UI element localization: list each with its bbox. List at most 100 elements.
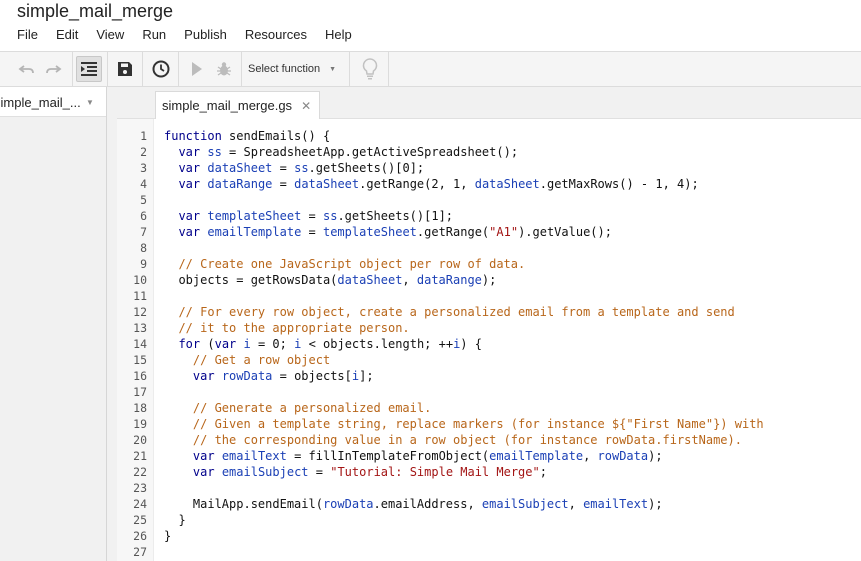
code-line[interactable]: 2 var ss = SpreadsheetApp.getActiveSprea… [117,144,861,160]
menu-run[interactable]: Run [142,27,167,42]
code-line[interactable]: 5 [117,192,861,208]
code-line[interactable]: 21 var emailText = fillInTemplateFromObj… [117,448,861,464]
menu-help[interactable]: Help [324,27,352,42]
clock-icon [152,60,170,78]
code-text: // For every row object, create a person… [178,305,735,319]
code-text: objects = getRowsData(dataSheet, dataRan… [164,273,497,287]
line-number: 14 [133,337,147,351]
code-text: MailApp.sendEmail(rowData.emailAddress, … [164,497,663,511]
code-line[interactable]: 7 var emailTemplate = templateSheet.getR… [117,224,861,240]
file-tab-simple-mail-merge[interactable]: simple_mail_merge.gs ✕ [155,91,321,119]
code-line[interactable]: 19 // Given a template string, replace m… [117,416,861,432]
code-text: var rowData = objects[i]; [192,369,374,383]
line-number: 1 [140,129,147,143]
indent-icon [81,62,97,76]
code-line[interactable]: 15 // Get a row object [117,352,861,368]
triggers-button[interactable] [148,56,174,82]
line-number: 8 [140,241,147,255]
bug-icon [217,62,231,76]
menu-file[interactable]: File [17,27,38,42]
code-text: for (var i = 0; i < objects.length; ++i)… [178,337,482,351]
code-line[interactable]: 16 var rowData = objects[i]; [117,368,861,384]
code-line[interactable]: 12 // For every row object, create a per… [117,304,861,320]
code-line[interactable]: 10 objects = getRowsData(dataSheet, data… [117,272,861,288]
line-number: 4 [140,177,147,191]
code-text: var emailTemplate = templateSheet.getRan… [178,225,612,239]
code-text: } [164,513,186,527]
code-text: // the corresponding value in a row obje… [192,433,742,447]
code-line[interactable]: 14 for (var i = 0; i < objects.length; +… [117,336,861,352]
close-icon[interactable]: ✕ [301,98,312,113]
code-text: // Create one JavaScript object per row … [178,257,526,271]
line-number: 10 [133,273,147,287]
toolbar-divider [349,52,350,86]
save-icon [118,62,132,76]
line-number: 2 [140,145,147,159]
code-text: var dataSheet = ss.getSheets()[0]; [178,161,425,175]
menu-edit[interactable]: Edit [55,27,79,42]
save-button[interactable] [112,56,138,82]
code-text: var dataRange = dataSheet.getRange(2, 1,… [178,177,699,191]
code-line[interactable]: 6 var templateSheet = ss.getSheets()[1]; [117,208,861,224]
code-text: var ss = SpreadsheetApp.getActiveSpreads… [178,145,519,159]
undo-icon [18,65,34,74]
line-number: 21 [133,449,147,463]
line-number: 6 [140,209,147,223]
line-number: 26 [133,529,147,543]
line-number: 25 [133,513,147,527]
line-number: 7 [140,225,147,239]
chevron-down-icon: ▼ [329,65,337,73]
project-selector[interactable]: simple_mail_... ▼ [0,87,106,117]
toolbar-divider [388,52,389,86]
app-title: simple_mail_merge [17,1,174,21]
code-line[interactable]: 20 // the corresponding value in a row o… [117,432,861,448]
line-number: 23 [133,481,147,495]
code-line[interactable]: 18 // Generate a personalized email. [117,400,861,416]
project-name: simple_mail_... [0,95,81,110]
line-number: 27 [133,545,147,559]
tips-button[interactable] [357,56,383,82]
code-text: // it to the appropriate person. [178,321,410,335]
code-line[interactable]: 22 var emailSubject = "Tutorial: Simple … [117,464,861,480]
menu-publish[interactable]: Publish [184,27,227,42]
code-line[interactable]: 13 // it to the appropriate person. [117,320,861,336]
line-number: 9 [140,257,147,271]
redo-button[interactable] [40,56,66,82]
line-number: 22 [133,465,147,479]
lightbulb-icon [362,58,378,80]
toolbar-divider [72,52,73,86]
menu-resources[interactable]: Resources [244,27,307,42]
line-number: 17 [133,385,147,399]
file-tab-label: simple_mail_merge.gs [162,98,293,113]
code-line[interactable]: 27 [117,544,861,560]
code-line[interactable]: 4 var dataRange = dataSheet.getRange(2, … [117,176,861,192]
line-number: 12 [133,305,147,319]
debug-button[interactable] [211,56,237,82]
code-line[interactable]: 17 [117,384,861,400]
file-tabs: simple_mail_merge.gs ✕ [117,87,861,119]
menu-view[interactable]: View [96,27,125,42]
code-text: // Generate a personalized email. [192,401,432,415]
code-line[interactable]: 11 [117,288,861,304]
toolbar-divider [107,52,108,86]
run-button[interactable] [184,56,210,82]
code-line[interactable]: 24 MailApp.sendEmail(rowData.emailAddres… [117,496,861,512]
indent-button[interactable] [76,56,102,82]
line-number: 15 [133,353,147,367]
line-number: 16 [133,369,147,383]
code-line[interactable]: 25 } [117,512,861,528]
code-line[interactable]: 26} [117,528,861,544]
code-line[interactable]: 23 [117,480,861,496]
code-text: var templateSheet = ss.getSheets()[1]; [178,209,454,223]
code-line[interactable]: 9 // Create one JavaScript object per ro… [117,256,861,272]
select-function-dropdown[interactable]: Select function ▼ [248,56,336,82]
code-line[interactable]: 8 [117,240,861,256]
undo-button[interactable] [14,56,40,82]
line-number: 24 [133,497,147,511]
code-line[interactable]: 1 function sendEmails() { [117,128,861,144]
panel-splitter[interactable] [107,87,117,561]
code-text: function sendEmails() { [164,129,331,143]
toolbar-divider [142,52,143,86]
code-line[interactable]: 3 var dataSheet = ss.getSheets()[0]; [117,160,861,176]
